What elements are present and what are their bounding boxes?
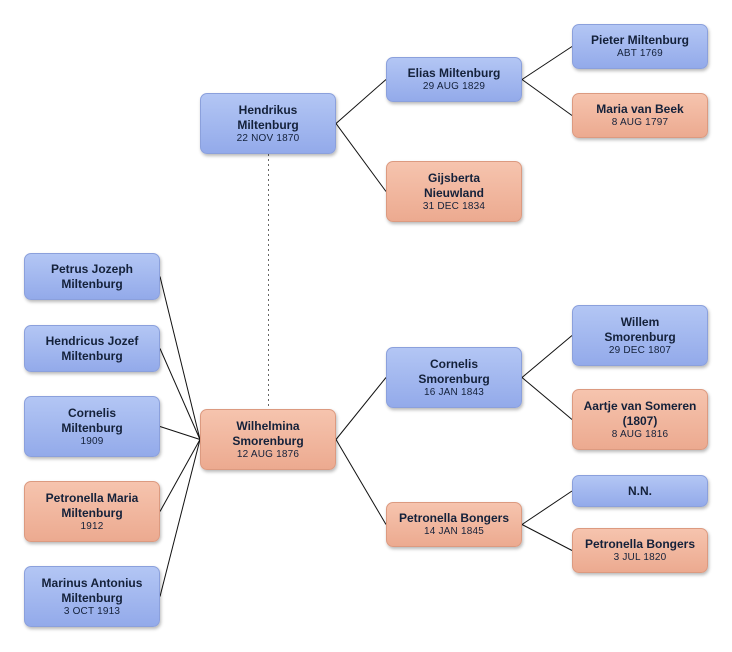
person-card-wilhelmina-smorenburg[interactable]: Wilhelmina Smorenburg 12 AUG 1876: [200, 409, 336, 470]
person-card-aartje-van-someren[interactable]: Aartje van Someren (1807) 8 AUG 1816: [572, 389, 708, 450]
person-date: 16 JAN 1843: [423, 386, 485, 398]
person-date: 1909: [80, 435, 104, 447]
person-date: 3 JUL 1820: [613, 552, 667, 563]
person-card-gijsberta-nieuwland[interactable]: Gijsberta Nieuwland 31 DEC 1834: [386, 161, 522, 222]
person-date: 31 DEC 1834: [422, 200, 486, 212]
person-name: N.N.: [628, 483, 652, 498]
person-card-petronella-maria-miltenburg[interactable]: Petronella Maria Miltenburg 1912: [24, 481, 160, 542]
parent-connector: [521, 335, 573, 378]
person-date: 14 JAN 1845: [423, 526, 485, 537]
child-connector: [159, 439, 201, 597]
person-card-petronella-bongers-1820[interactable]: Petronella Bongers 3 JUL 1820: [572, 528, 708, 573]
person-date: 29 AUG 1829: [422, 81, 486, 92]
parent-connector: [521, 490, 573, 525]
person-date: 8 AUG 1797: [611, 117, 669, 128]
person-card-nn[interactable]: N.N.: [572, 475, 708, 507]
parent-connector: [521, 79, 573, 116]
person-date: 3 OCT 1913: [63, 605, 121, 617]
person-card-maria-van-beek[interactable]: Maria van Beek 8 AUG 1797: [572, 93, 708, 138]
parent-connector: [335, 439, 387, 525]
person-name: Marinus Antonius Miltenburg: [41, 575, 143, 605]
parent-connector: [335, 377, 387, 440]
person-name: Maria van Beek: [596, 102, 684, 116]
person-name: Petronella Bongers: [584, 537, 696, 551]
child-connector: [159, 426, 201, 440]
parent-connector: [521, 377, 573, 420]
person-date: 29 DEC 1807: [608, 344, 672, 356]
parent-connector: [335, 123, 387, 192]
person-card-marinus-antonius-miltenburg[interactable]: Marinus Antonius Miltenburg 3 OCT 1913: [24, 566, 160, 627]
person-name: Petrus Jozeph Miltenburg: [50, 261, 134, 291]
parent-connector: [521, 524, 573, 551]
parent-connector: [521, 46, 573, 80]
person-date: 1912: [80, 520, 104, 532]
person-date: 12 AUG 1876: [236, 448, 300, 460]
child-connector: [159, 276, 201, 440]
person-name: Hendrikus Miltenburg: [237, 102, 299, 132]
person-name: Aartje van Someren (1807): [583, 398, 707, 428]
person-name: Wilhelmina Smorenburg: [232, 418, 304, 448]
person-name: Hendricus Jozef Miltenburg: [45, 333, 139, 363]
person-card-cornelis-miltenburg[interactable]: Cornelis Miltenburg 1909: [24, 396, 160, 457]
person-card-pieter-miltenburg[interactable]: Pieter Miltenburg ABT 1769: [572, 24, 708, 69]
parent-connector: [335, 79, 387, 124]
child-connector: [159, 348, 201, 440]
person-name: Petronella Bongers: [398, 511, 510, 525]
person-name: Willem Smorenburg: [604, 314, 676, 344]
person-name: Petronella Maria Miltenburg: [45, 490, 139, 520]
person-name: Gijsberta Nieuwland: [423, 170, 484, 200]
child-connector: [159, 439, 201, 512]
person-card-hendrikus-miltenburg[interactable]: Hendrikus Miltenburg 22 NOV 1870: [200, 93, 336, 154]
person-card-hendricus-jozef-miltenburg[interactable]: Hendricus Jozef Miltenburg: [24, 325, 160, 372]
person-card-petronella-bongers[interactable]: Petronella Bongers 14 JAN 1845: [386, 502, 522, 547]
person-name: Cornelis Smorenburg: [418, 356, 490, 386]
person-date: 8 AUG 1816: [611, 428, 669, 440]
person-card-elias-miltenburg[interactable]: Elias Miltenburg 29 AUG 1829: [386, 57, 522, 102]
person-name: Elias Miltenburg: [407, 66, 501, 80]
person-name: Pieter Miltenburg: [590, 33, 689, 47]
person-date: 22 NOV 1870: [236, 132, 300, 144]
person-card-willem-smorenburg[interactable]: Willem Smorenburg 29 DEC 1807: [572, 305, 708, 366]
person-card-petrus-jozeph-miltenburg[interactable]: Petrus Jozeph Miltenburg: [24, 253, 160, 300]
person-card-cornelis-smorenburg[interactable]: Cornelis Smorenburg 16 JAN 1843: [386, 347, 522, 408]
person-name: Cornelis Miltenburg: [61, 405, 123, 435]
person-date: ABT 1769: [617, 48, 663, 59]
